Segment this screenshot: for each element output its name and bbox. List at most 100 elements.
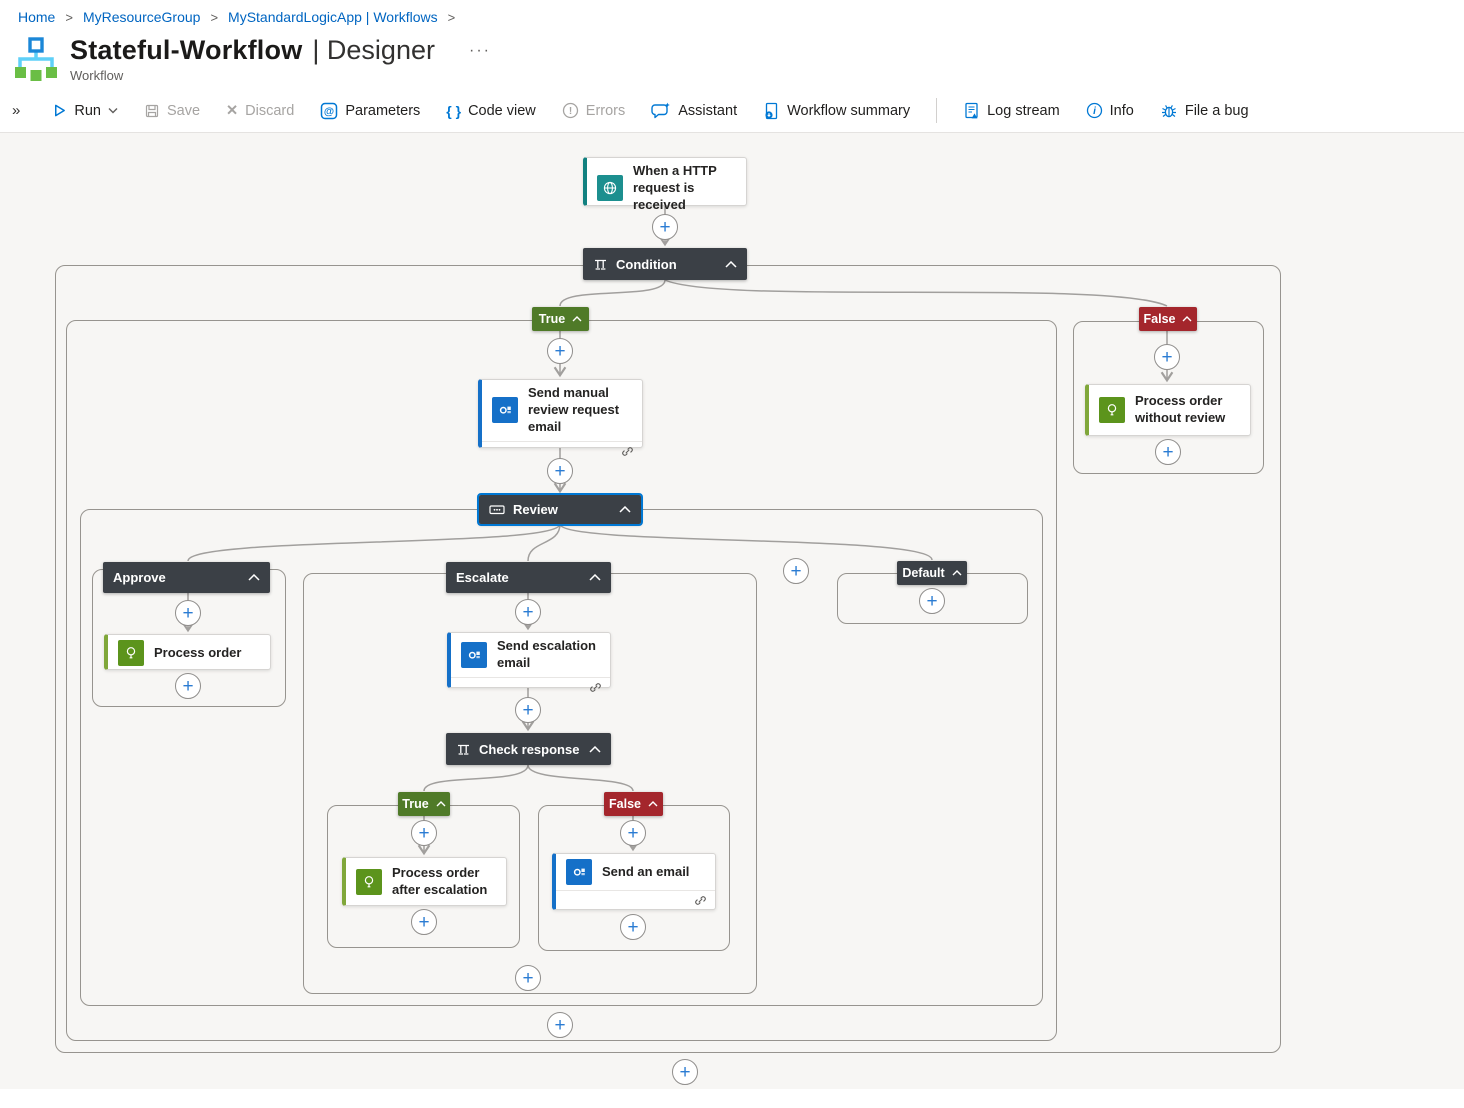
add-action-button[interactable]: +: [547, 1012, 573, 1038]
switch-icon: [489, 505, 505, 515]
add-action-button[interactable]: +: [652, 214, 678, 240]
errors-button[interactable]: ! Errors: [562, 102, 625, 119]
svg-text:!: !: [569, 106, 572, 117]
add-action-button[interactable]: +: [1154, 344, 1180, 370]
bug-icon: [1161, 104, 1176, 117]
code-view-button[interactable]: { } Code view: [446, 102, 536, 119]
add-action-button[interactable]: +: [919, 588, 945, 614]
workflow-summary-button[interactable]: Workflow summary: [763, 102, 910, 120]
add-action-button[interactable]: +: [411, 820, 437, 846]
trigger-label: When a HTTP request is received: [633, 163, 717, 212]
chevron-up-icon: [952, 570, 962, 576]
add-action-button[interactable]: +: [175, 600, 201, 626]
toolbar-divider: [936, 98, 938, 123]
connection-link-icon: [622, 446, 633, 456]
trigger-node-http-request[interactable]: When a HTTP request is received: [583, 157, 747, 212]
more-options-button[interactable]: ···: [468, 41, 491, 59]
parameters-button[interactable]: @ Parameters: [320, 102, 420, 120]
add-action-button[interactable]: +: [547, 338, 573, 364]
svg-text:i: i: [1093, 106, 1096, 117]
assistant-button[interactable]: Assistant: [651, 102, 737, 120]
run-button[interactable]: Run: [52, 103, 118, 119]
file-a-bug-button[interactable]: File a bug: [1160, 102, 1249, 120]
add-case-button[interactable]: +: [783, 558, 809, 584]
page-subtitle: Workflow: [70, 68, 124, 83]
play-icon: [55, 104, 66, 117]
condition-false-badge[interactable]: False: [1139, 307, 1197, 331]
compose-icon: [1099, 397, 1125, 423]
save-button[interactable]: Save: [144, 103, 200, 119]
error-circle-icon: !: [562, 102, 578, 119]
review-switch-node[interactable]: Review: [477, 493, 643, 526]
save-icon: [145, 104, 159, 117]
add-action-button[interactable]: +: [515, 697, 541, 723]
breadcrumb-separator: >: [447, 9, 456, 25]
chevron-down-icon: [108, 108, 118, 114]
check-true-badge[interactable]: True: [398, 792, 450, 816]
command-bar: » Run Save ✕ Discard @ Parameters { } Co…: [0, 89, 1464, 133]
action-label: Send manual review request email: [528, 385, 620, 434]
condition-true-badge[interactable]: True: [532, 307, 589, 331]
add-action-button[interactable]: +: [515, 599, 541, 625]
add-action-button[interactable]: +: [515, 965, 541, 991]
breadcrumb-home-link[interactable]: Home: [18, 9, 56, 25]
action-process-order-after-escalation[interactable]: Process order after escalation: [342, 857, 507, 906]
condition-node[interactable]: Condition: [583, 248, 747, 280]
breadcrumb-logic-app-link[interactable]: MyStandardLogicApp | Workflows: [228, 9, 438, 25]
log-stream-icon: [965, 102, 978, 118]
connection-link-icon: [590, 683, 601, 692]
outlook-icon: [566, 859, 592, 885]
breadcrumb: Home > MyResourceGroup > MyStandardLogic…: [0, 0, 1464, 25]
action-send-manual-review-email[interactable]: Send manual review request email: [478, 379, 643, 456]
breadcrumb-separator: >: [65, 9, 73, 25]
chevron-up-icon: [436, 801, 446, 807]
log-stream-button[interactable]: Log stream: [963, 102, 1060, 120]
assistant-chat-icon: [651, 102, 671, 118]
action-send-escalation-email[interactable]: Send escalation email: [447, 632, 611, 692]
escalate-case-node[interactable]: Escalate: [446, 562, 611, 593]
add-action-button[interactable]: +: [175, 673, 201, 699]
add-action-button[interactable]: +: [620, 914, 646, 940]
condition-label: Condition: [616, 256, 677, 272]
review-label: Review: [513, 502, 558, 517]
compose-icon: [118, 640, 144, 666]
chevron-up-icon: [572, 316, 582, 322]
action-label: Send escalation email: [497, 638, 596, 670]
action-send-an-email[interactable]: Send an email: [552, 853, 716, 910]
page-title-view: | Designer: [312, 35, 435, 65]
parameters-icon: @: [321, 102, 338, 119]
check-response-node[interactable]: Check response: [446, 733, 611, 765]
chevron-up-icon: [619, 506, 631, 513]
action-label: Process order: [154, 644, 242, 660]
expand-panel-icon[interactable]: »: [12, 102, 21, 119]
add-action-button[interactable]: +: [672, 1059, 698, 1085]
action-process-order[interactable]: Process order: [104, 634, 271, 670]
add-action-button[interactable]: +: [547, 458, 573, 484]
breadcrumb-resource-group-link[interactable]: MyResourceGroup: [82, 9, 201, 25]
add-action-button[interactable]: +: [1155, 439, 1181, 465]
chevron-up-icon: [589, 574, 601, 581]
chevron-up-icon: [648, 801, 658, 807]
chevron-up-icon: [589, 745, 601, 753]
workflow-edges: [181, 206, 1174, 856]
add-action-button[interactable]: +: [411, 909, 437, 935]
add-action-button[interactable]: +: [620, 820, 646, 846]
action-label: Send an email: [602, 863, 690, 879]
page-header: Stateful-Workflow | Designer ··· Workflo…: [0, 25, 1464, 85]
condition-icon: [595, 259, 606, 270]
action-process-order-without-review[interactable]: Process order without review: [1085, 384, 1251, 436]
action-label: Process order after escalation: [392, 864, 488, 897]
document-download-icon: [765, 102, 778, 119]
discard-button[interactable]: ✕ Discard: [226, 102, 295, 119]
default-case-badge[interactable]: Default: [897, 561, 967, 585]
designer-canvas[interactable]: When a HTTP request is received Conditio…: [0, 133, 1464, 1089]
check-false-badge[interactable]: False: [604, 792, 663, 816]
chevron-up-icon: [1182, 316, 1192, 322]
approve-case-node[interactable]: Approve: [103, 562, 270, 593]
chevron-up-icon: [248, 574, 260, 581]
info-button[interactable]: i Info: [1086, 102, 1134, 119]
compose-icon: [356, 868, 382, 895]
page-title: Stateful-Workflow: [70, 35, 303, 65]
chevron-up-icon: [725, 260, 737, 268]
